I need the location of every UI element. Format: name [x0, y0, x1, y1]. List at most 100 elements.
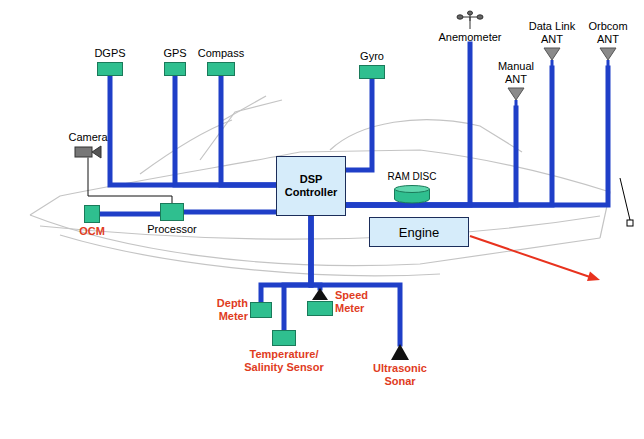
- symbol-holder: [272, 330, 296, 346]
- bus-line: [346, 79, 372, 170]
- symbol-holder: [391, 344, 409, 360]
- antenna-mast: [515, 100, 518, 108]
- camera-lens: [92, 146, 101, 158]
- sensor-box: [165, 63, 186, 76]
- transducer-symbol: [312, 288, 328, 300]
- process-box: DSP Controller: [276, 156, 346, 216]
- tow-line: [620, 178, 633, 226]
- box-outline: DSP Controller: [276, 156, 346, 216]
- sensor-box: [360, 66, 385, 79]
- antenna-mast: [607, 60, 610, 68]
- component-symbol: [75, 146, 101, 158]
- component-label: Manual ANT: [495, 60, 537, 86]
- bus-line: [110, 76, 276, 185]
- component-label: Temperature/ Salinity Sensor: [235, 348, 333, 374]
- antenna-mast: [551, 60, 554, 68]
- tow-cable: [620, 178, 630, 220]
- component-symbol: [307, 288, 333, 316]
- sensor-box: [273, 331, 296, 346]
- bus-line: [284, 216, 311, 330]
- component-label: Processor: [147, 223, 197, 236]
- box-label: DSP Controller: [282, 173, 340, 199]
- component-label: GPS: [163, 47, 186, 60]
- seat: [330, 120, 522, 152]
- thrust-arrowhead: [587, 272, 600, 282]
- component-symbol: [164, 62, 186, 76]
- component-symbol: [97, 62, 123, 76]
- symbol-holder: [250, 302, 272, 318]
- bus-line: [346, 203, 412, 205]
- antenna-symbol: [508, 88, 524, 100]
- hull-side: [40, 216, 600, 239]
- bus-line: [184, 210, 276, 215]
- component-node: Anemometer: [439, 11, 502, 44]
- component-symbol: [160, 203, 184, 221]
- bus-line: [221, 76, 276, 185]
- box-label: Engine: [399, 225, 439, 240]
- component-symbol: [457, 11, 483, 29]
- component-node: Camera: [68, 131, 107, 158]
- transducer-symbol: [391, 344, 409, 360]
- component-node: GPS: [163, 47, 186, 76]
- component-node: OCM: [79, 205, 105, 238]
- component-node: Depth Meter: [208, 297, 272, 323]
- component-symbol: [508, 88, 524, 108]
- component-node: Data Link ANT: [524, 20, 580, 68]
- component-label: DGPS: [94, 47, 125, 60]
- component-label: RAM DISC: [388, 171, 437, 183]
- component-label: Ultrasonic Sonar: [369, 362, 431, 388]
- component-node: Temperature/ Salinity Sensor: [235, 330, 333, 374]
- bus-line: [346, 108, 516, 205]
- component-symbol: [544, 48, 560, 68]
- component-label: Speed Meter: [335, 289, 377, 315]
- component-symbol: [84, 205, 100, 223]
- component-symbol: [391, 344, 409, 360]
- component-symbol: [250, 302, 272, 318]
- component-label: OCM: [79, 225, 105, 238]
- component-node: Processor: [147, 203, 197, 236]
- symbol-holder: [84, 205, 100, 223]
- component-node: DGPS: [94, 47, 125, 76]
- component-node: Compass: [198, 47, 244, 76]
- component-label: Compass: [198, 47, 244, 60]
- symbol-holder: [457, 11, 483, 29]
- tow-end: [627, 220, 633, 226]
- component-label: Depth Meter: [208, 297, 248, 323]
- symbol-holder: [160, 203, 184, 221]
- sensor-box: [161, 204, 184, 221]
- component-node: Orbcom ANT: [585, 20, 631, 68]
- bus-line: [346, 68, 608, 205]
- component-node: Gyro: [359, 50, 385, 79]
- thrust-line: [470, 236, 590, 277]
- symbol-holder: [359, 65, 385, 79]
- symbol-holder: [75, 146, 101, 158]
- anemometer-symbol: [457, 11, 483, 29]
- component-node: Speed Meter: [307, 288, 377, 316]
- component-node: Manual ANT: [495, 60, 537, 108]
- bus-line: [346, 44, 470, 205]
- symbol-holder: [307, 288, 333, 316]
- symbol-holder: [600, 48, 616, 68]
- sensor-box: [85, 206, 100, 223]
- hull-bottom: [30, 215, 600, 266]
- steering-column: [200, 100, 282, 160]
- bus-line: [346, 68, 552, 205]
- symbol-holder: [544, 48, 560, 68]
- component-node: Ultrasonic Sonar: [369, 344, 431, 388]
- thrust-arrow: [470, 236, 600, 281]
- component-label: Orbcom ANT: [585, 20, 631, 46]
- component-symbol: [359, 65, 385, 79]
- antenna-symbol: [600, 48, 616, 60]
- handlebar: [220, 96, 266, 122]
- sensor-box: [98, 63, 123, 76]
- component-symbol: [600, 48, 616, 68]
- camera-body: [75, 147, 92, 157]
- signal-cable: [88, 158, 172, 203]
- windshield: [140, 120, 232, 174]
- component-label: Gyro: [360, 50, 384, 63]
- symbol-holder: [97, 62, 123, 76]
- component-symbol: [272, 330, 296, 346]
- component-label: Camera: [68, 131, 107, 144]
- component-label: Anemometer: [439, 31, 502, 44]
